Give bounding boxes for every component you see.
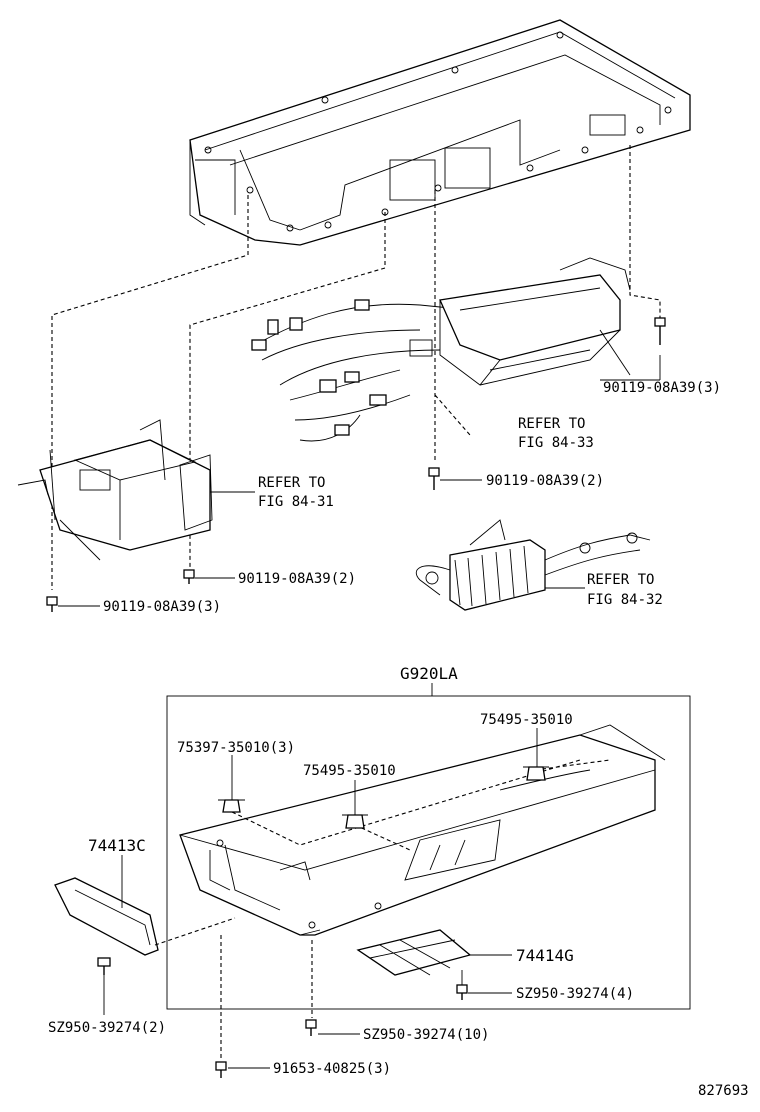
bolt-icons-upper — [46, 317, 666, 612]
assembly-frame — [166, 695, 691, 1010]
bottom-plate — [356, 929, 512, 976]
screw-icon — [215, 1061, 227, 1078]
label-refer-84-32-line2: FIG 84-32 — [587, 592, 663, 608]
label-assembly: G920LA — [400, 664, 458, 683]
left-cover-leader — [154, 917, 236, 946]
label-cover-plate: 74414G — [516, 946, 574, 965]
screw-icon — [305, 1019, 317, 1036]
label-bolt-left-low: 90119-08A39(3) — [103, 599, 221, 615]
cooling-unit — [415, 519, 651, 611]
label-drawing-number: 827693 — [698, 1083, 749, 1099]
bolt-icon — [428, 467, 440, 490]
label-bolt-center: 90119-08A39(2) — [486, 473, 604, 489]
bolt-icon — [654, 317, 666, 345]
bolt-leaders-upper — [58, 355, 661, 607]
left-bracket-assembly — [17, 419, 213, 561]
label-refer-84-32-line1: REFER TO — [587, 572, 654, 588]
bolt-icon — [46, 596, 58, 612]
label-clip-mid: 75495-35010 — [303, 763, 396, 779]
label-refer-84-31-line2: FIG 84-31 — [258, 494, 334, 510]
label-bolt-upper-right: 90119-08A39(3) — [603, 380, 721, 396]
label-refer-84-33-line2: FIG 84-33 — [518, 435, 594, 451]
bolt-icon — [183, 569, 195, 584]
upper-housing — [189, 19, 691, 246]
screw-leaders-lower — [103, 935, 512, 1069]
label-bolt-left-mid: 90119-08A39(2) — [238, 571, 356, 587]
screw-icons-lower — [97, 957, 468, 1078]
wire-harness-assembly — [251, 257, 631, 442]
clip-icon — [342, 814, 368, 829]
left-side-cover — [54, 855, 159, 956]
housing-leaders — [51, 145, 661, 590]
screw-icon — [97, 957, 111, 975]
label-bolt-bottom: 91653-40825(3) — [273, 1061, 391, 1077]
label-clip-right: 75495-35010 — [480, 712, 573, 728]
label-refer-84-31-line1: REFER TO — [258, 475, 325, 491]
label-cover-left: 74413C — [88, 836, 146, 855]
label-screw-plate: SZ950-39274(4) — [516, 986, 634, 1002]
label-refer-84-33-line1: REFER TO — [518, 416, 585, 432]
clip-icon — [218, 799, 245, 813]
label-clip-left: 75397-35010(3) — [177, 740, 295, 756]
label-screw-center: SZ950-39274(10) — [363, 1027, 489, 1043]
harness-leader — [434, 394, 471, 436]
clip-icons — [218, 766, 549, 829]
clip-leaders — [231, 728, 538, 815]
label-screw-left: SZ950-39274(2) — [48, 1020, 166, 1036]
lower-tray — [179, 724, 666, 936]
screw-icon — [456, 984, 468, 1000]
tray-guide-dashes — [231, 759, 611, 851]
clip-icon — [523, 766, 549, 781]
